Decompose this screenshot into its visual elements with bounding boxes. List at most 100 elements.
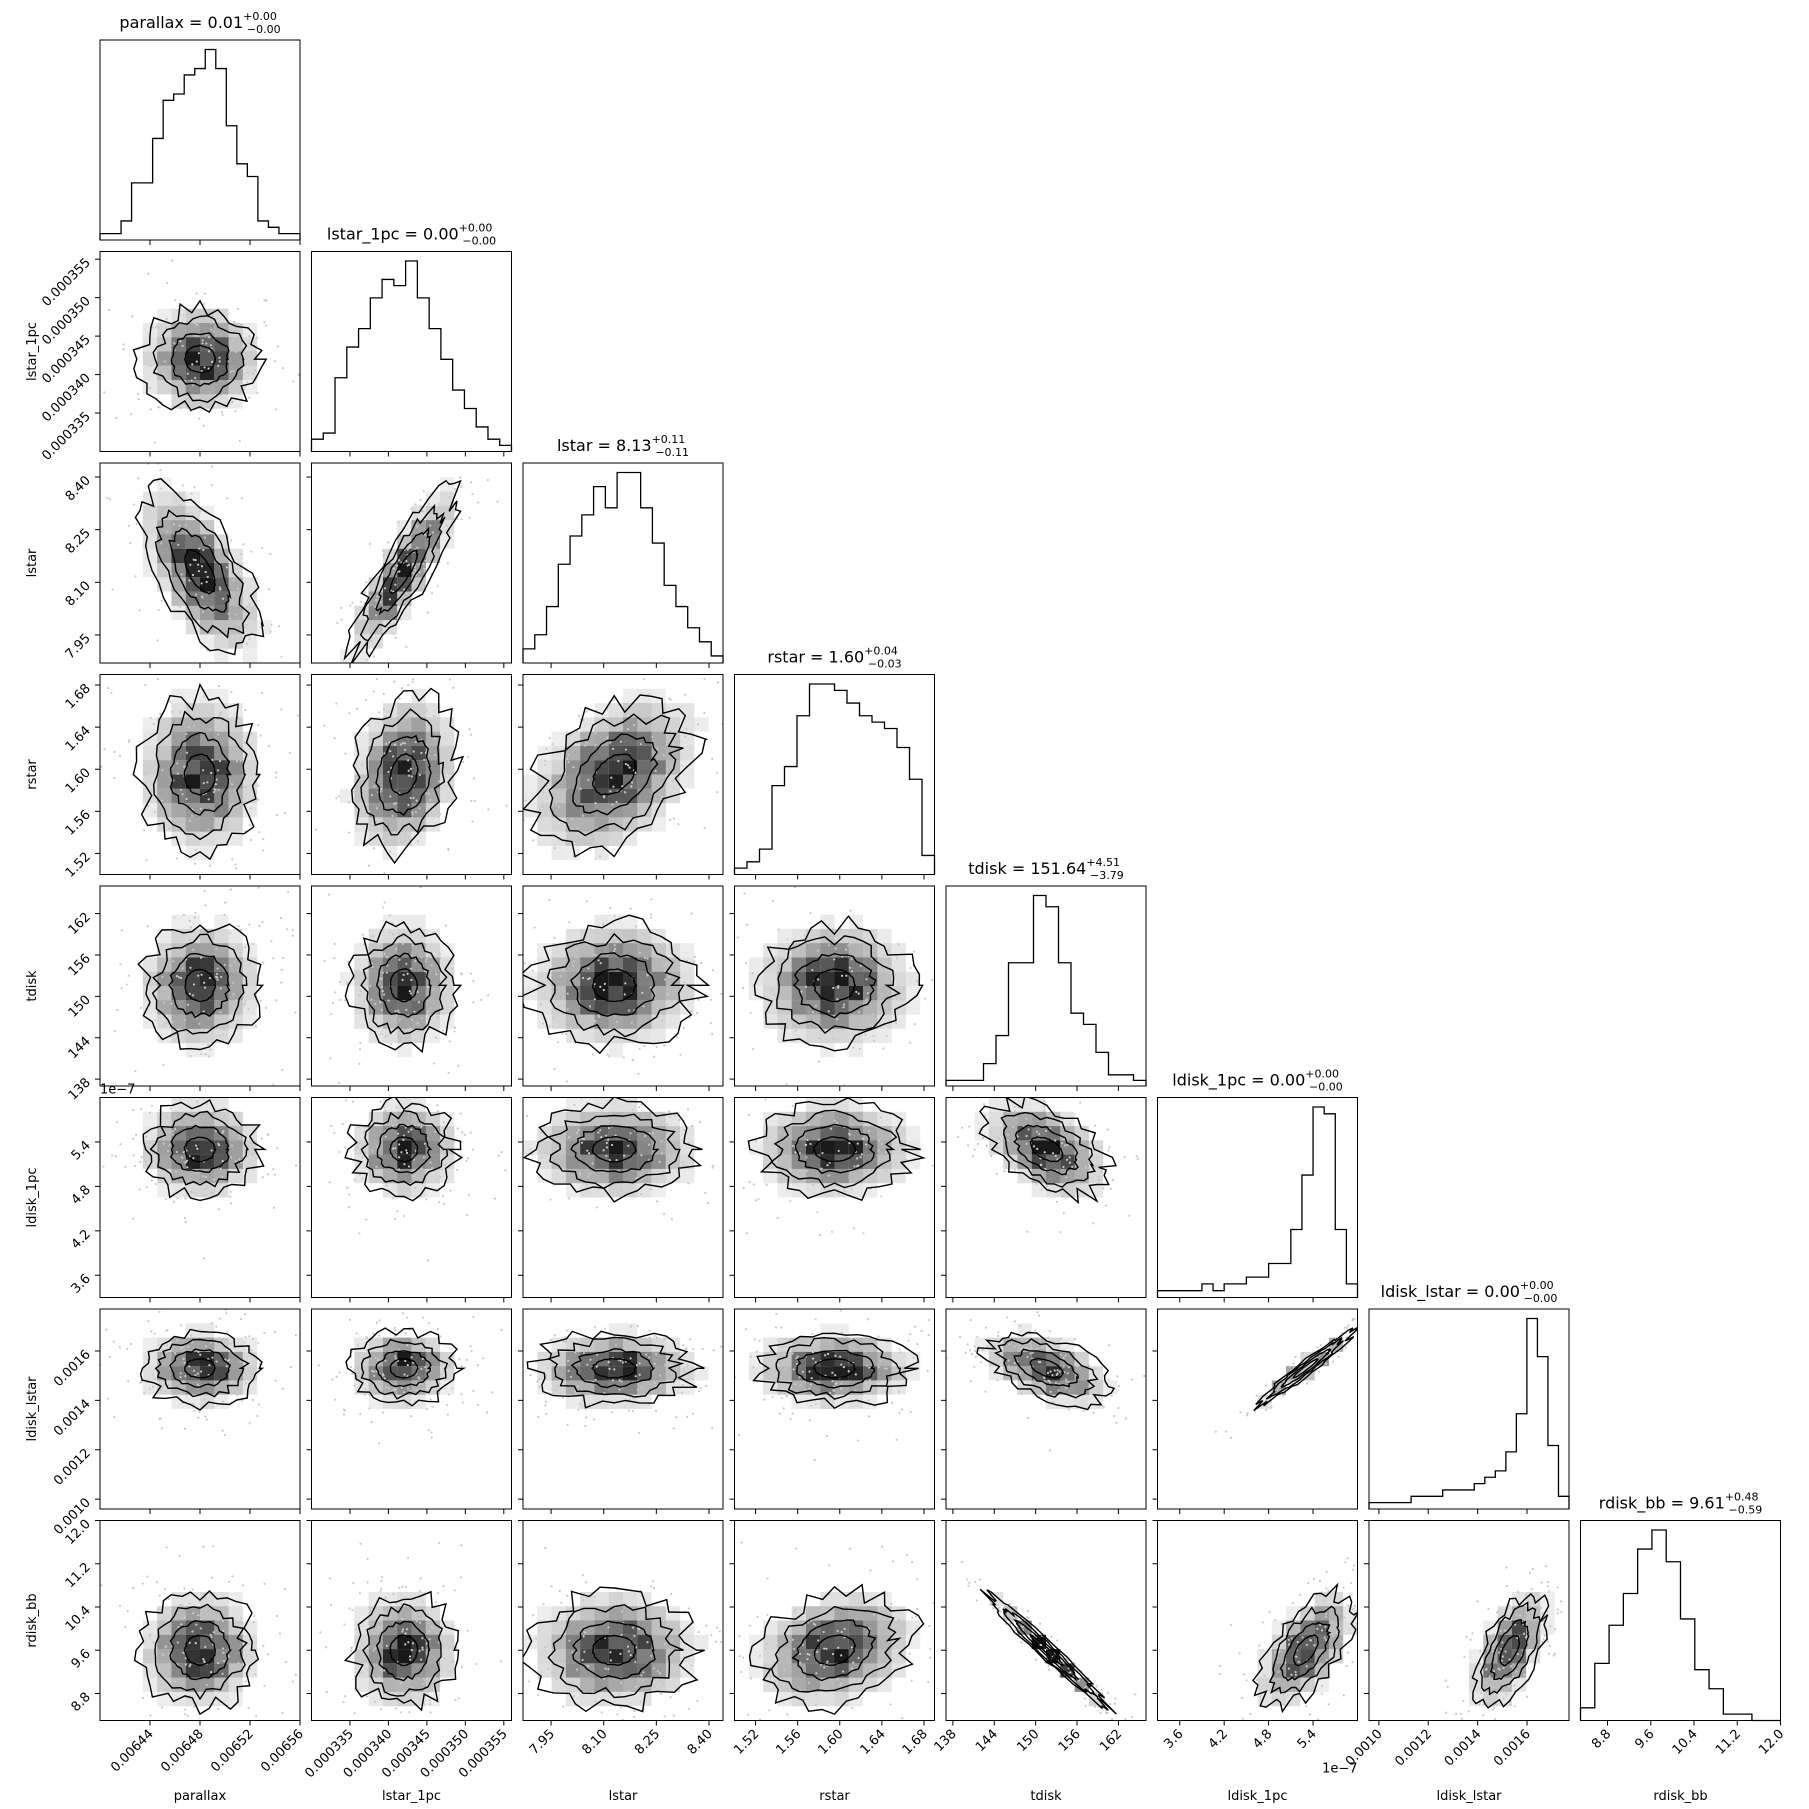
sample-point	[312, 1353, 314, 1355]
sample-point	[875, 1173, 878, 1176]
density-cell	[763, 1366, 778, 1381]
scatter-panel-ldisk_1pc-vs-parallax: 3.64.24.85.4	[69, 1097, 301, 1303]
density-cell	[382, 1000, 398, 1015]
y-tick-label: 4.2	[69, 1227, 94, 1252]
sample-point	[472, 980, 475, 983]
contour-line	[976, 1331, 1116, 1411]
density-cell	[580, 788, 595, 804]
density-cell	[651, 1000, 666, 1015]
sample-point	[383, 952, 386, 955]
density-cell	[1060, 1183, 1075, 1198]
sample-point	[636, 898, 638, 900]
sample-point	[420, 751, 423, 755]
sample-point	[662, 964, 666, 967]
sample-point	[251, 372, 254, 375]
sample-point	[840, 1363, 843, 1366]
density-cell	[594, 986, 609, 1001]
density-cell	[665, 1111, 681, 1127]
sample-point	[468, 516, 471, 519]
sample-point	[865, 1143, 868, 1146]
density-cell	[171, 548, 186, 563]
contour-line	[1253, 1326, 1358, 1412]
sample-point	[324, 1646, 328, 1649]
density-cell	[382, 817, 398, 832]
sample-point	[949, 1301, 951, 1303]
density-cell	[425, 803, 441, 818]
sample-point	[1037, 1360, 1040, 1364]
sample-point	[415, 1389, 418, 1392]
sample-point	[196, 1372, 200, 1375]
density-cell	[777, 971, 792, 986]
sample-point	[366, 1370, 369, 1373]
sample-point	[174, 1170, 178, 1173]
sample-point	[628, 1009, 631, 1012]
sample-point	[544, 1404, 547, 1407]
sample-point	[230, 691, 233, 694]
sample-point	[871, 1013, 874, 1016]
sample-point	[221, 1175, 224, 1178]
sample-point	[417, 1376, 420, 1379]
sample-point	[580, 1141, 584, 1144]
density-cell	[142, 1620, 158, 1635]
sample-point	[732, 952, 734, 954]
density-cell	[848, 957, 864, 972]
sample-point	[240, 633, 243, 636]
sample-point	[560, 1126, 564, 1130]
sample-point	[171, 1133, 174, 1136]
sample-point	[673, 1114, 676, 1117]
sample-point	[329, 1603, 333, 1606]
sample-point	[162, 1142, 166, 1145]
density-cell	[171, 1351, 186, 1367]
sample-point	[470, 799, 473, 802]
contour-line	[978, 1097, 1117, 1205]
sample-point	[747, 1113, 750, 1117]
contour-line	[547, 1336, 685, 1398]
density-cell	[791, 1140, 806, 1155]
sample-point	[561, 800, 564, 803]
sample-point	[848, 966, 852, 969]
sample-point	[394, 1010, 397, 1013]
sample-point	[831, 1379, 834, 1383]
sample-point	[530, 1092, 532, 1094]
density-cell	[171, 803, 186, 818]
sample-point	[110, 691, 113, 695]
density-cell	[537, 745, 552, 761]
panel-content	[317, 1312, 503, 1445]
sample-point	[836, 998, 839, 1001]
sample-point	[452, 1660, 456, 1663]
sample-point	[114, 1155, 117, 1158]
sample-point	[834, 1080, 836, 1082]
sample-point	[339, 998, 342, 1002]
sample-point	[248, 396, 251, 399]
density-cell	[805, 1111, 821, 1127]
sample-point	[564, 1336, 567, 1339]
sample-point	[607, 1138, 610, 1141]
y-tick-label: 10.4	[63, 1603, 94, 1634]
sample-point	[853, 1165, 856, 1168]
sample-point	[1000, 1139, 1003, 1143]
density-cell	[623, 1323, 638, 1338]
sample-point	[236, 1393, 239, 1396]
sample-point	[129, 413, 133, 416]
sample-point	[1282, 1394, 1285, 1397]
sample-point	[186, 1166, 189, 1169]
density-cell	[608, 914, 623, 929]
sample-point	[829, 932, 832, 935]
sample-point	[752, 1172, 754, 1174]
density-cell	[791, 928, 806, 944]
sample-point	[920, 1329, 923, 1333]
y-tick-label: 1.60	[63, 765, 94, 796]
sample-point	[173, 1128, 177, 1131]
density-cell	[397, 1014, 412, 1029]
sample-point	[423, 1142, 426, 1145]
sample-point	[1306, 1382, 1309, 1385]
sample-point	[1015, 1094, 1017, 1096]
sample-point	[380, 787, 383, 791]
sample-point	[1088, 1168, 1091, 1171]
density-cell	[200, 1591, 215, 1607]
sample-point	[587, 778, 590, 782]
sample-point	[661, 943, 664, 946]
panel-title-ldisk_1pc: ldisk_1pc = 0.00+0.00−0.00	[1172, 1068, 1342, 1094]
density-cell	[537, 803, 552, 818]
